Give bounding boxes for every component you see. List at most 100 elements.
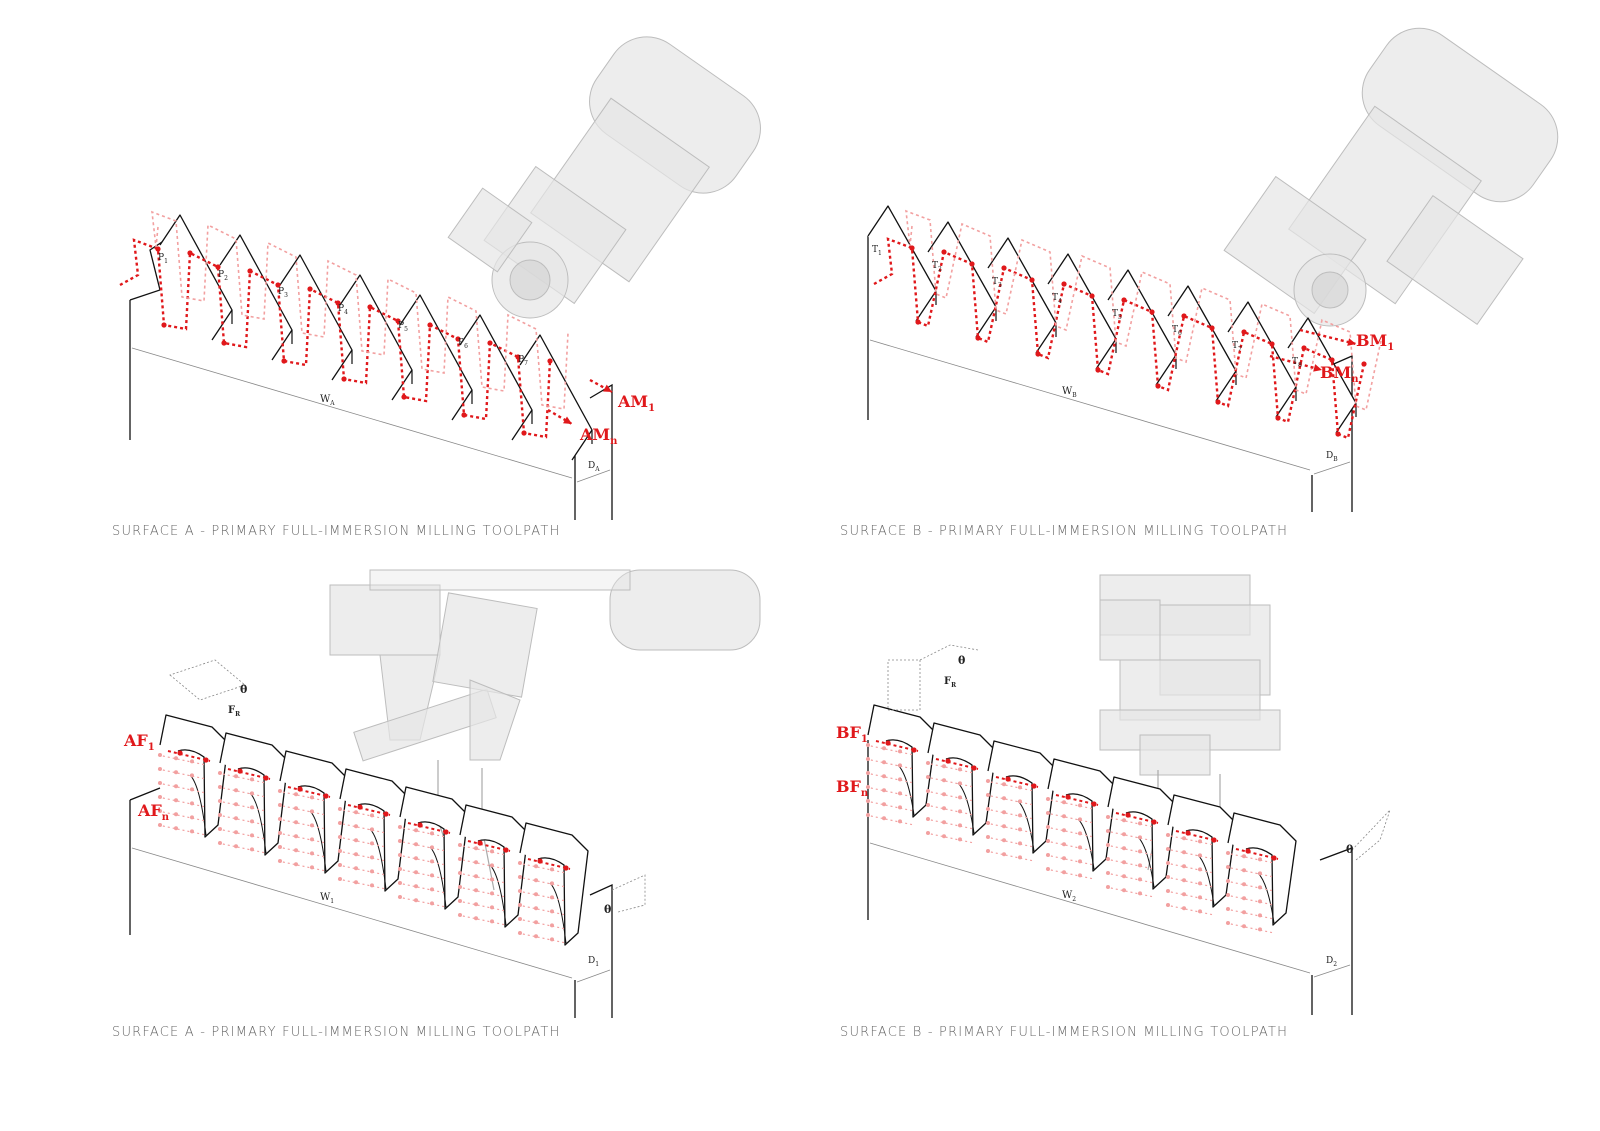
finishing-node — [414, 870, 418, 875]
finishing-node — [942, 834, 946, 839]
finishing-node — [490, 849, 494, 854]
finishing-node — [1138, 877, 1142, 882]
finishing-node-primary — [1271, 855, 1277, 861]
finishing-node — [354, 824, 358, 829]
toolpath-node — [1241, 329, 1247, 335]
finishing-node — [866, 799, 870, 803]
fin-outline — [519, 822, 589, 946]
finishing-node — [234, 802, 238, 807]
finishing-node — [1018, 813, 1022, 818]
finishing-node — [1062, 814, 1066, 819]
finishing-node — [354, 852, 358, 857]
toolpath-node — [515, 354, 521, 360]
finishing-pass — [337, 822, 387, 834]
finishing-node — [158, 795, 162, 799]
finishing-node — [294, 806, 298, 811]
tooth-label: T1 — [872, 245, 882, 257]
tooth-label: T2 — [932, 261, 942, 273]
toolpath-node — [307, 286, 313, 292]
finishing-node — [926, 831, 930, 835]
finishing-pass — [337, 878, 387, 890]
finishing-node — [338, 821, 342, 825]
finishing-node — [190, 773, 194, 778]
finishing-node — [1002, 824, 1006, 829]
depth-label-d: D2 — [1326, 956, 1337, 968]
finishing-node-primary — [177, 750, 183, 756]
finishing-node — [430, 873, 434, 878]
finishing-node — [310, 823, 314, 828]
finishing-node — [1018, 855, 1022, 860]
finishing-node — [1226, 893, 1230, 897]
tooth-label: P3 — [278, 287, 288, 299]
finishing-pass — [517, 890, 567, 902]
finishing-pass — [865, 800, 915, 812]
finishing-pass — [277, 804, 327, 816]
tooth-label: P7 — [518, 355, 528, 367]
toolpath-node — [1121, 297, 1127, 303]
finishing-pass — [517, 904, 567, 916]
finishing-node — [1258, 913, 1262, 918]
finishing-node — [458, 885, 462, 889]
finishing-node-primary — [971, 765, 977, 771]
finishing-node — [550, 923, 554, 928]
depth-label-a: DA — [588, 461, 600, 473]
finishing-node — [518, 903, 522, 907]
finishing-node — [218, 771, 222, 775]
toolpath-node — [1329, 357, 1335, 363]
tooth-label: T5 — [1112, 309, 1122, 321]
finishing-node — [942, 792, 946, 797]
finishing-pass — [865, 758, 915, 770]
finishing-node — [158, 767, 162, 771]
finishing-node — [1198, 853, 1202, 858]
finishing-node — [338, 877, 342, 881]
finishing-node — [474, 846, 478, 851]
finishing-node — [278, 859, 282, 863]
finishing-node — [866, 743, 870, 747]
toolpath-line — [873, 237, 1366, 440]
finishing-node — [882, 746, 886, 751]
tooth-label: T3 — [992, 277, 1002, 289]
finishing-pass — [925, 818, 975, 830]
finishing-node — [986, 849, 990, 853]
finishing-node — [986, 835, 990, 839]
finishing-node — [1046, 867, 1050, 871]
finishing-node-primary — [1005, 776, 1011, 782]
finishing-node — [958, 781, 962, 786]
toolpath-exit — [547, 408, 573, 426]
finishing-pass — [337, 808, 387, 820]
finishing-node — [218, 799, 222, 803]
finishing-pass — [925, 762, 975, 774]
toolpath-exit — [1269, 354, 1323, 372]
finishing-node — [866, 813, 870, 817]
surface-a-finishing-diagram: W1 D1 θ θ FR AF1 AFn — [123, 569, 761, 1018]
toolpath-line-ghost — [151, 210, 569, 410]
finishing-node — [866, 757, 870, 761]
finishing-node — [1226, 907, 1230, 911]
finishing-node — [338, 807, 342, 811]
finishing-node-primary — [1065, 794, 1071, 800]
finishing-pass — [457, 900, 507, 912]
finishing-node — [338, 863, 342, 867]
finishing-node — [1002, 782, 1006, 787]
finishing-node — [1106, 857, 1110, 861]
finishing-node — [414, 884, 418, 889]
toolpath-node — [1089, 293, 1095, 299]
finishing-node — [414, 898, 418, 903]
finishing-node — [458, 843, 462, 847]
finishing-node — [1018, 799, 1022, 804]
finishing-node — [310, 837, 314, 842]
finishing-pass — [985, 850, 1035, 862]
finishing-pass — [985, 780, 1035, 792]
block-body-d — [867, 740, 1353, 1015]
finishing-pass — [1165, 848, 1215, 860]
finishing-node — [1062, 856, 1066, 861]
toolpath-node — [487, 340, 493, 346]
finishing-node — [550, 867, 554, 872]
finishing-pass — [337, 836, 387, 848]
finishing-pass — [1225, 866, 1275, 878]
toolpath-node — [969, 261, 975, 267]
finishing-node — [354, 838, 358, 843]
toolpath-a — [119, 210, 613, 439]
